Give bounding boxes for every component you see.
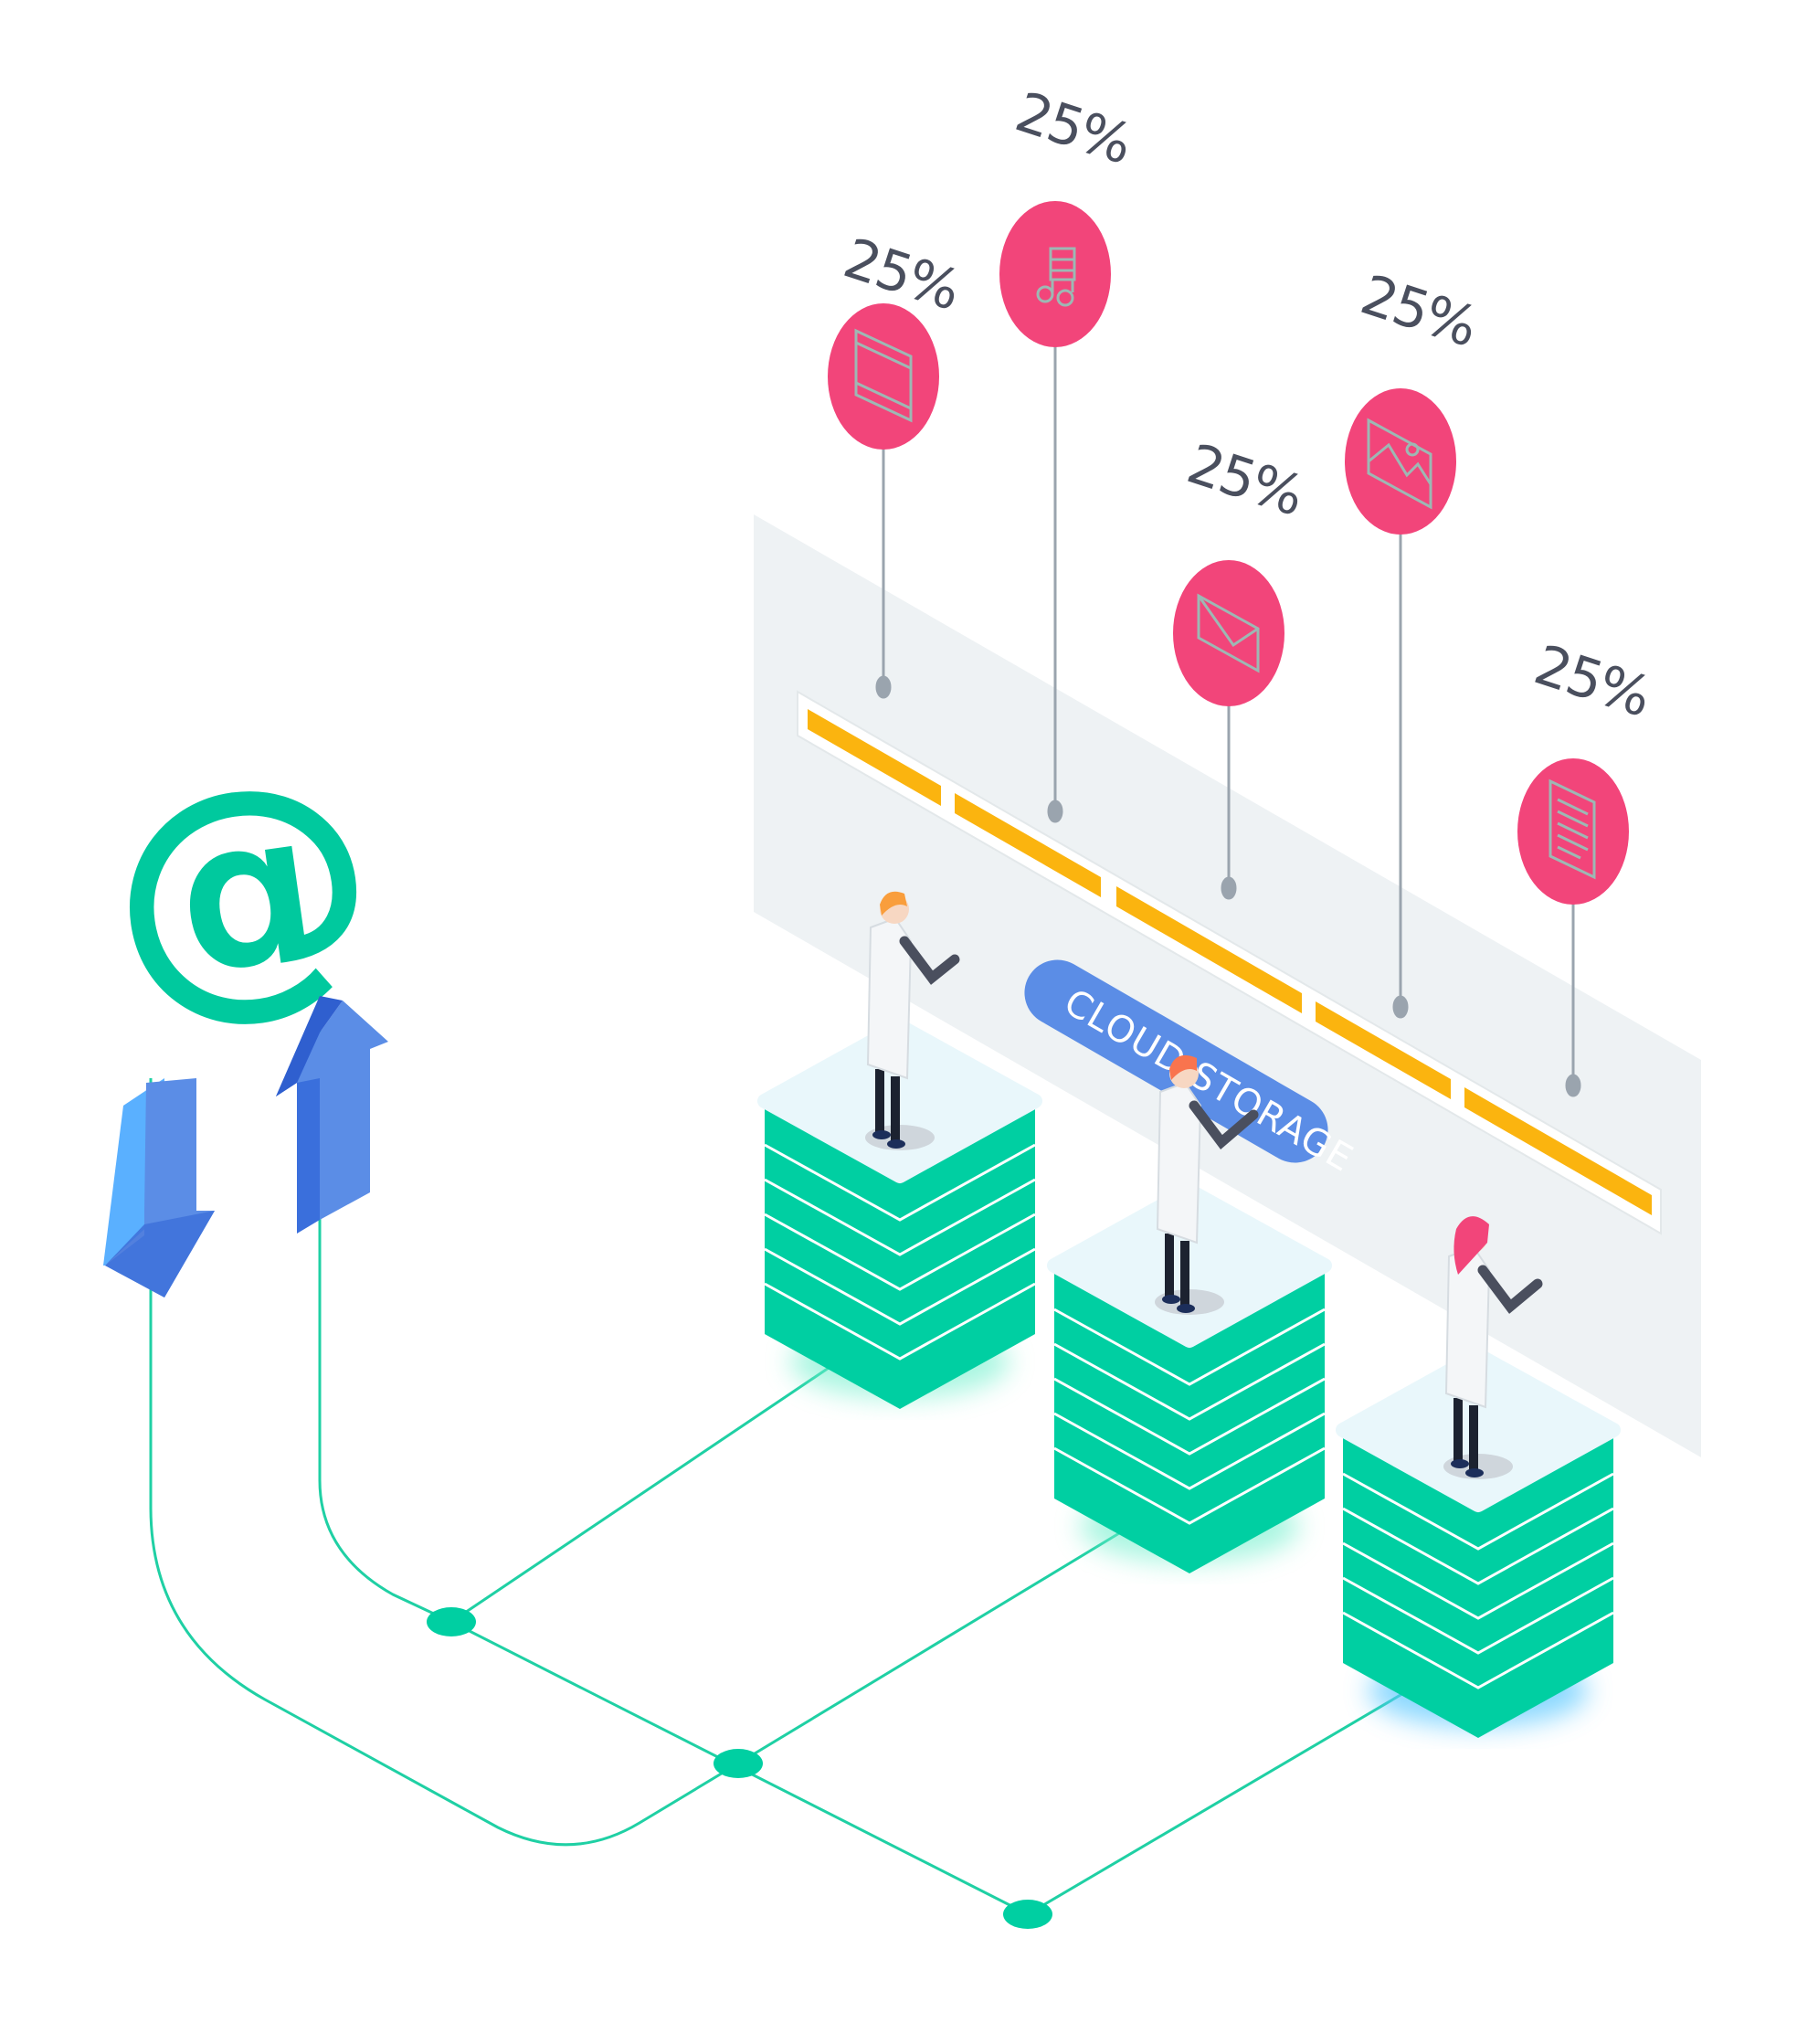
card-percent: 25% [1527, 633, 1657, 730]
card-video: 25% [828, 227, 967, 450]
pins [875, 343, 1581, 1097]
download-arrow-icon [103, 1078, 215, 1297]
card-percent: 25% [1179, 432, 1310, 529]
card-image: 25% [1345, 263, 1484, 535]
person-scientist-2 [1155, 1054, 1259, 1315]
network-node [1003, 1900, 1052, 1929]
card-music: 25% [999, 80, 1138, 347]
server-stack-3 [1336, 1348, 1621, 1738]
image-icon [1367, 418, 1432, 510]
progress-segment [808, 709, 941, 806]
email-at-icon: @ [90, 716, 395, 1058]
person-scientist-1 [865, 891, 960, 1150]
person-scientist-3 [1443, 1216, 1543, 1479]
card-percent: 25% [1353, 263, 1484, 360]
card-percent: 25% [1008, 80, 1138, 177]
network-node [714, 1749, 763, 1778]
progress-track [797, 690, 1662, 1235]
progress-segment [1116, 886, 1302, 1013]
network-nodes [427, 1607, 1052, 1929]
card-document: 25% [1517, 633, 1657, 905]
mail-icon [1197, 593, 1260, 673]
server-stack-2 [1047, 1183, 1332, 1573]
upload-arrow-icon [276, 996, 388, 1234]
document-icon [1549, 778, 1596, 880]
network-node [427, 1607, 476, 1636]
card-mail: 25% [1173, 432, 1310, 706]
progress-segment [1464, 1087, 1652, 1215]
video-icon [854, 328, 913, 423]
progress-segment [955, 793, 1101, 897]
music-icon [1036, 247, 1076, 307]
progress-segment [1316, 1001, 1451, 1099]
